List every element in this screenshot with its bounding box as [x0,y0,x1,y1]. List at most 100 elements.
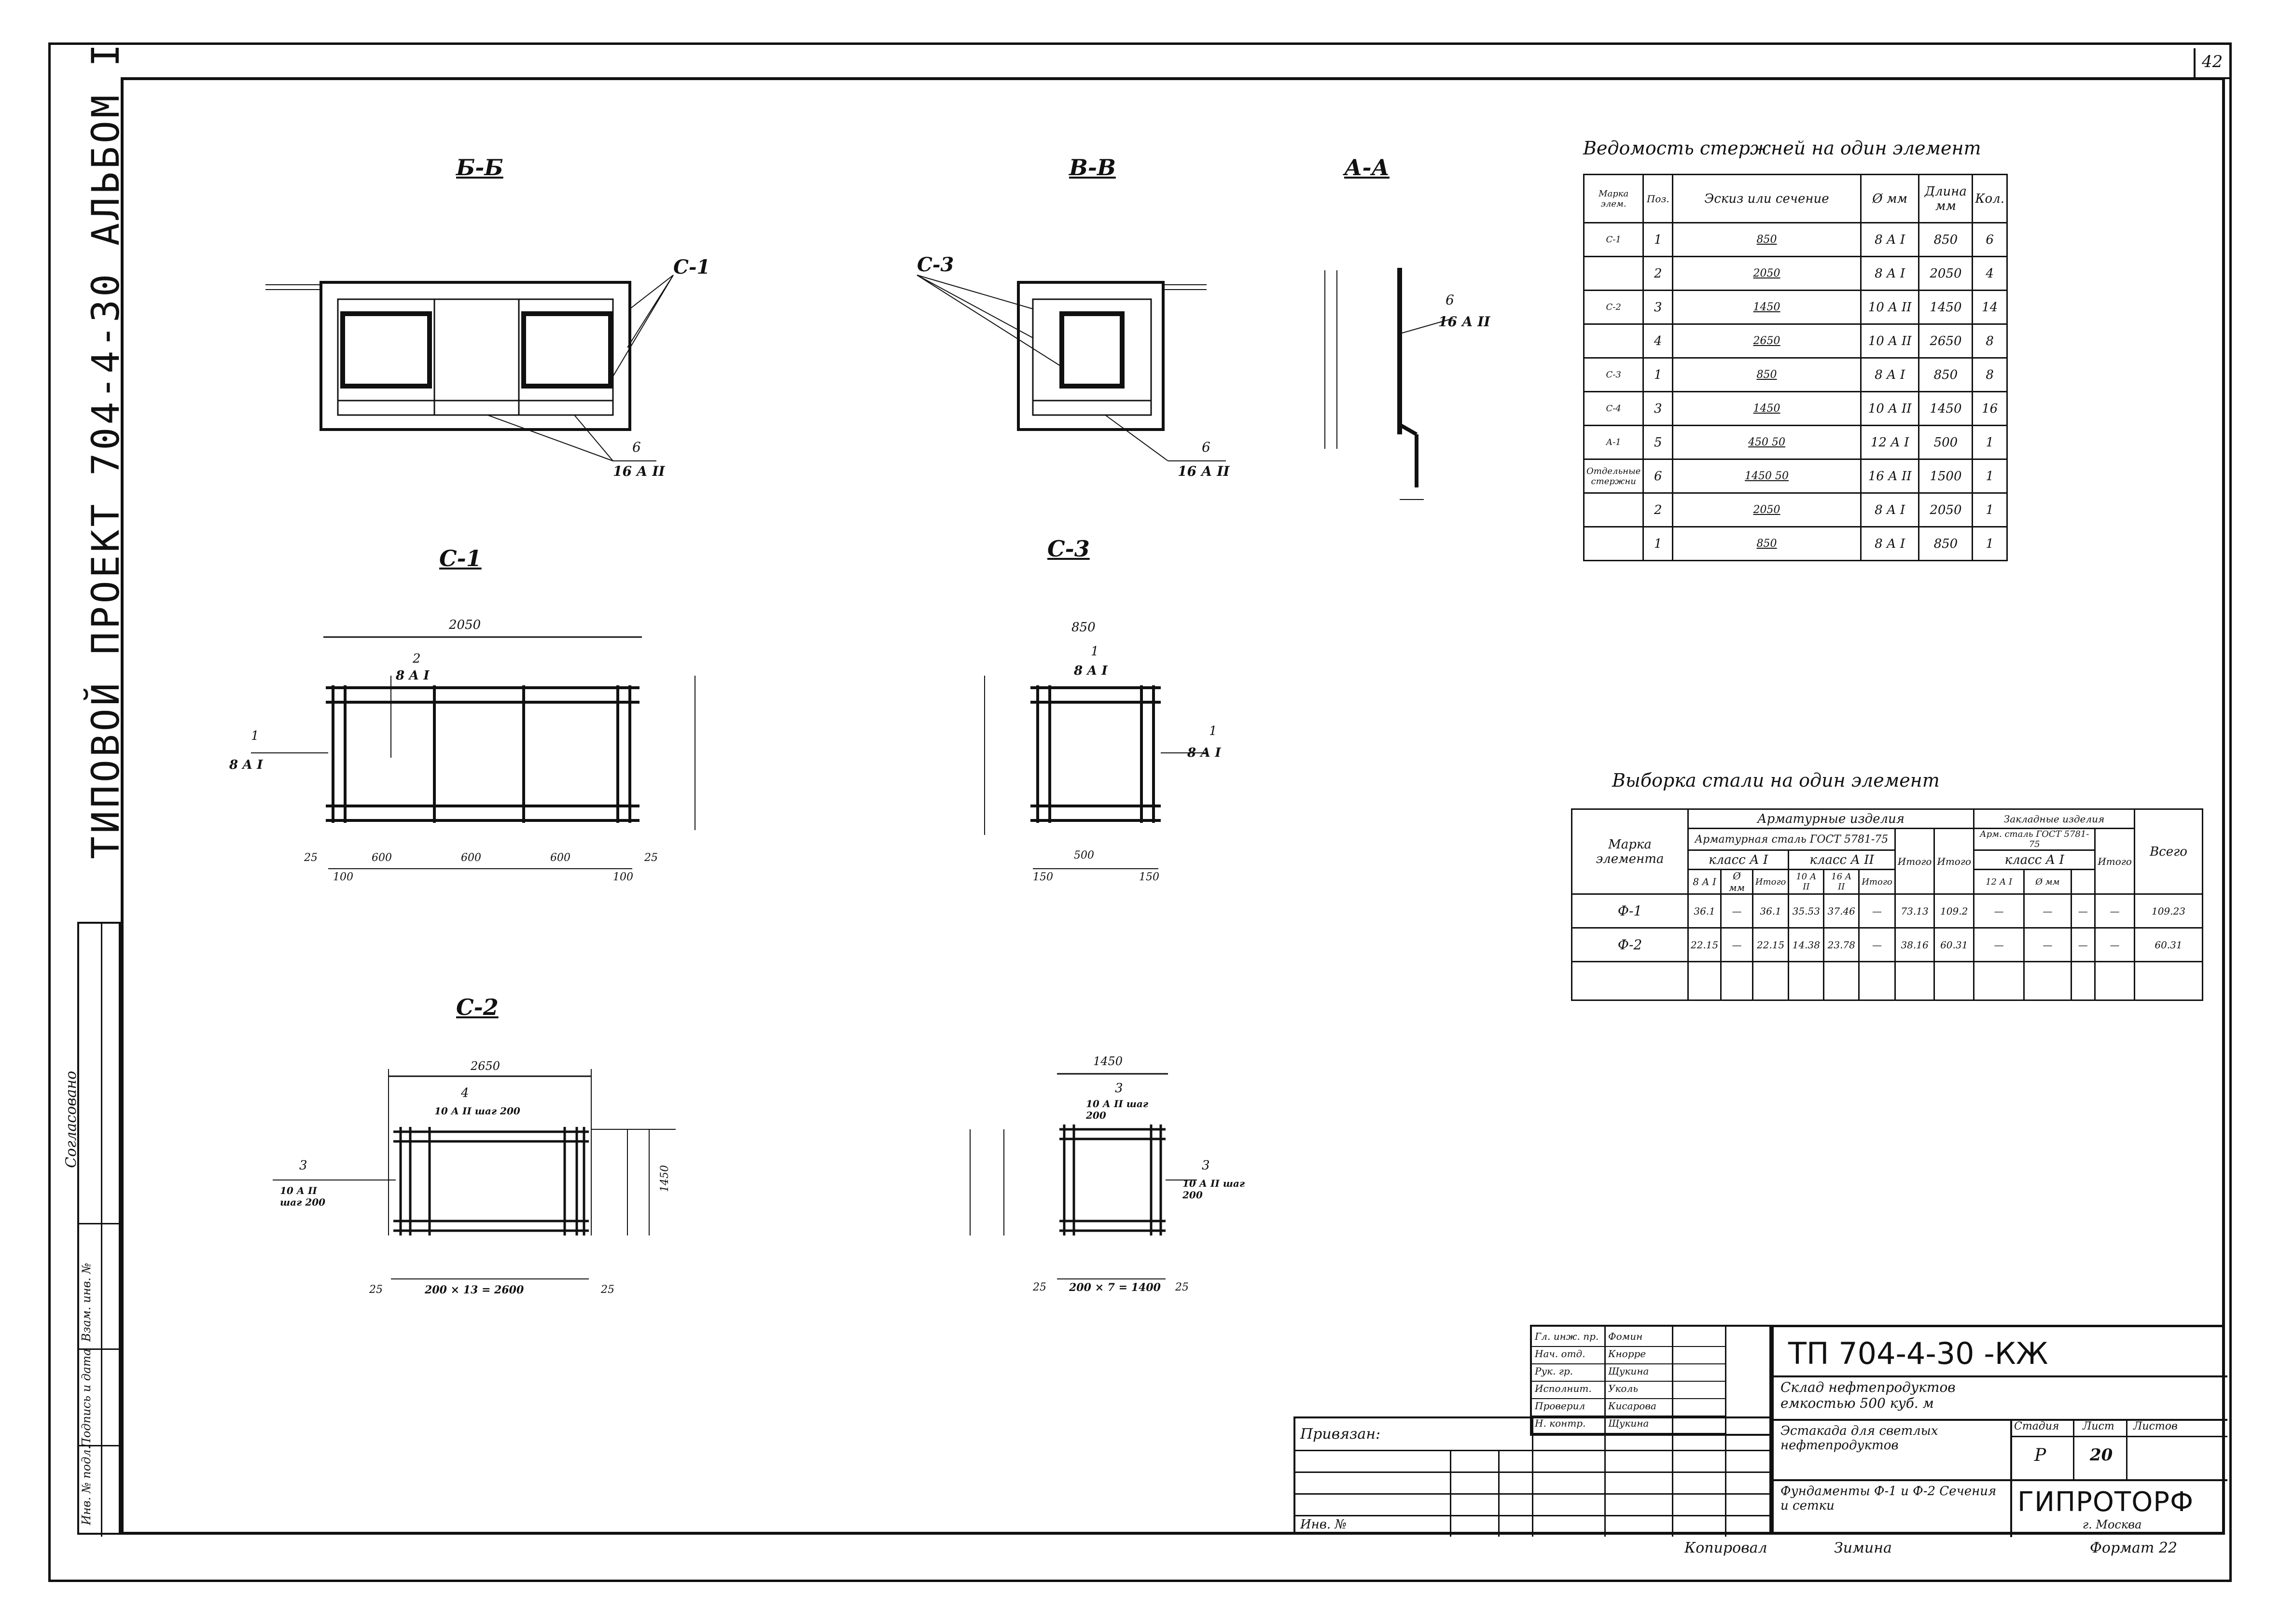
bars-cell-sketch: 850 [1672,222,1862,257]
sig-role: Рук. гр. [1535,1365,1573,1377]
drawing-frame [121,77,2225,1535]
sheet-number: 42 [2202,52,2223,71]
bars-cell-len: 2050 [1918,256,1974,291]
c1-dim-1: 600 [372,852,392,864]
bb-c1-label: С-1 [673,256,710,278]
c3-dim-mid: 500 [1074,849,1094,861]
bars-cell-pos: 3 [1642,290,1674,325]
bars-cell-len: 500 [1918,425,1974,460]
steel-cell-e1: — [1973,927,2025,962]
tb-desc1: Склад нефтепродуктов емкостью 500 куб. м [1780,1379,1956,1411]
bars-cell-mark: А-1 [1583,425,1644,460]
bars-cell-qty: 1 [1972,425,2008,460]
bars-h-qty: Кол. [1972,174,2008,223]
sig-name: Уколь [1608,1383,1639,1394]
steel-cell-d10: 35.53 [1788,893,1825,929]
steel-h-itogo-2: Итого [2094,828,2135,895]
bars-cell-d: 8 А I [1860,357,1920,392]
c4-length: 1450 [1093,1055,1123,1068]
c1-dim-s1: 25 [304,852,318,864]
bars-cell-len: 1450 [1918,290,1974,325]
steel-cell-d16: 37.46 [1823,893,1860,929]
tb-sheets-h: Листов [2133,1420,2178,1432]
bars-cell-pos: 1 [1642,357,1674,392]
sig-role: Нач. отд. [1535,1348,1585,1360]
section-title-aa: А-А [1344,154,1390,180]
steel-cell-e3: — [2070,927,2096,962]
sig-row-line [1532,1381,1725,1382]
sig-role: Н. контр. [1535,1417,1586,1429]
c1-bar1: 8 А I [229,758,263,772]
bars-cell-d: 10 А II [1860,323,1920,359]
bars-cell-pos: 2 [1642,256,1674,291]
bars-cell-pos: 2 [1642,492,1674,527]
c4-top-bar: 10 А II шаг 200 [1086,1098,1149,1121]
tb-org-box [2010,1479,2012,1537]
steel-h-dmm: Ø мм [1720,869,1753,895]
bars-cell-pos: 4 [1642,323,1674,359]
vv-rebar-label: 16 А II [1178,463,1230,479]
c1-dim-e1: 100 [333,871,353,883]
steel-h-class-aii: класс А II [1788,849,1896,870]
bars-cell-mark: С-3 [1583,357,1644,392]
bars-cell-len: 1450 [1918,391,1974,426]
steel-h-total: Всего [2134,808,2203,895]
steel-cell-e3: — [2070,893,2096,929]
c1-bar2-num: 2 [413,652,421,666]
steel-h-emb-steel: Арм. сталь ГОСТ 5781-75 [1973,828,2096,851]
bars-cell-mark [1583,526,1644,561]
bars-cell-d: 16 А II [1860,458,1920,494]
steel-cell-d8: 22.15 [1687,927,1722,962]
c2-left-num: 3 [299,1158,307,1173]
bars-cell-sketch: 1450 [1672,290,1862,325]
sig-row-line [1532,1363,1725,1364]
tb-desc2: Эстакада для светлых нефтепродуктов [1780,1424,1938,1453]
steel-cell-e2: — [2023,927,2072,962]
c3-bar-num: 1 [1091,644,1099,659]
steel-h-emb-d12: 12 А I [1973,869,2025,895]
bars-cell-len: 1500 [1918,458,1974,494]
sig-name: Кисарова [1608,1400,1656,1412]
bars-cell-sketch: 850 [1672,357,1862,392]
bars-cell-sketch: 1450 50 [1672,458,1862,494]
bars-cell-qty: 6 [1972,222,2008,257]
section-title-c3: С-3 [1047,536,1090,562]
steel-table-title: Выборка стали на один элемент [1612,770,1940,791]
sig-row-line [1532,1346,1725,1347]
steel-cell-c2: — [1720,927,1753,962]
sig-name: Щукина [1608,1417,1649,1429]
tb-sheet-h: Лист [2083,1420,2114,1432]
steel-cell-it2: 73.13 [1894,893,1935,929]
steel-h-itogo-1: Итого [1894,828,1935,895]
c4-side-num: 3 [1202,1158,1210,1173]
section-title-c2: С-2 [456,994,499,1020]
c1-bar2: 8 А I [396,668,430,683]
steel-cell-mark: Ф-1 [1571,893,1689,929]
bars-cell-qty: 8 [1972,357,2008,392]
c2-top-num: 4 [461,1086,469,1100]
bars-cell-qty: 1 [1972,458,2008,494]
steel-h-d10: 10 А II [1788,869,1825,895]
steel-cell-sum: 60.31 [1933,927,1974,962]
tb-desc3: Фундаменты Ф-1 и Ф-2 Сечения и сетки [1780,1484,1997,1513]
revision-block: Привязан: Инв. № [1293,1416,1773,1537]
c4-side-bar: 10 А II шаг 200 [1182,1178,1245,1201]
bars-cell-sketch: 850 [1672,526,1862,561]
bars-cell-qty: 1 [1972,492,2008,527]
steel-cell-total: 109.23 [2134,893,2203,929]
bars-cell-mark: С-4 [1583,391,1644,426]
sig-row-line [1532,1433,1725,1434]
c4-top-num: 3 [1115,1081,1123,1096]
steel-h-itogo-aii: Итого [1858,869,1896,895]
bars-table: Марка элем. Поз. Эскиз или сечение Ø мм … [1583,174,2008,561]
steel-cell-total: 60.31 [2134,927,2203,962]
